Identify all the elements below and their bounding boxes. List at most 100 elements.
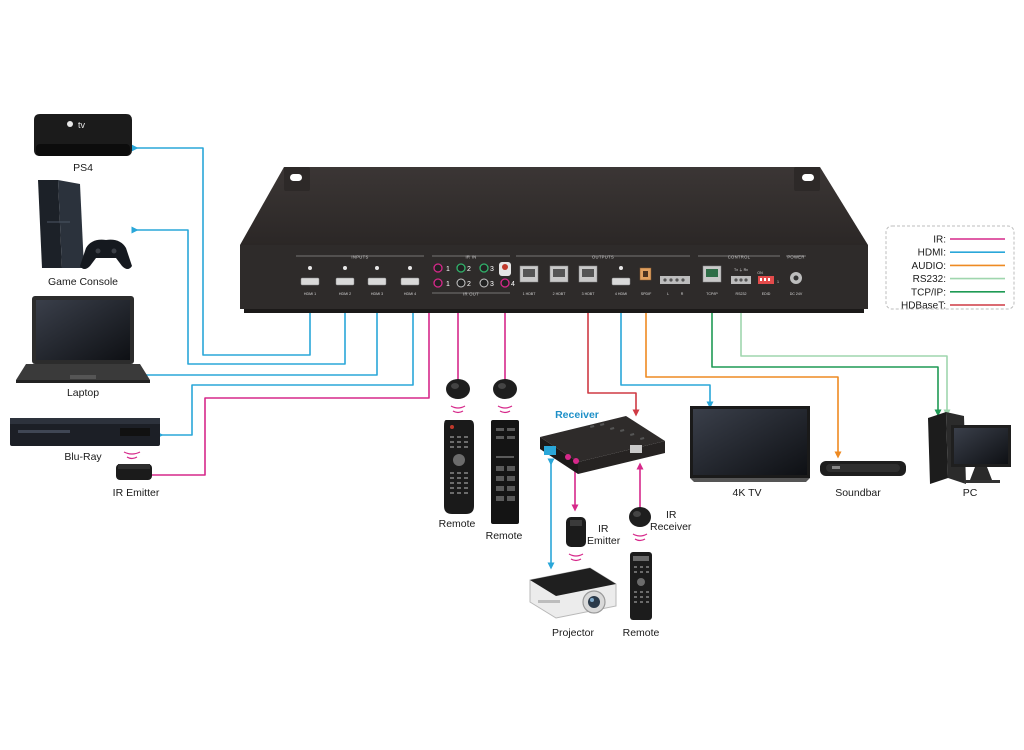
hdmi2-label: HDMI 2	[339, 292, 351, 296]
hdmi1-port[interactable]	[300, 277, 320, 286]
label-ir-receiver-line1: IR	[666, 509, 677, 521]
spdif-label: SPDIF	[641, 292, 652, 296]
legend-label: AUDIO:	[912, 261, 946, 272]
label-ir-emitter-left: IR Emitter	[113, 487, 160, 499]
ir-receiver-eye-2	[493, 379, 517, 414]
tcpip-rj45-inner	[706, 269, 718, 277]
ir-out-4-jack[interactable]	[500, 278, 510, 288]
tcpip-label: TCP/IP	[706, 292, 718, 296]
ir-in-3-num: 3	[490, 266, 494, 273]
ir-in-2-jack[interactable]	[456, 263, 466, 273]
section-ir-out: IR OUT	[463, 292, 479, 297]
apple-logo-icon	[67, 121, 73, 127]
ir-signal-icon	[123, 451, 141, 455]
out2-label: 2 HDBT	[553, 292, 567, 296]
out3-label: 3 HDBT	[582, 292, 596, 296]
ir-in-3-jack[interactable]	[479, 263, 489, 273]
label-receiver: Receiver	[555, 409, 599, 421]
label-soundbar: Soundbar	[835, 487, 881, 499]
tv-screen	[693, 409, 807, 475]
receiver-ir-in-jack[interactable]	[573, 458, 579, 464]
audio-r-label: R	[681, 292, 684, 296]
receiver-hdmi-port[interactable]	[544, 446, 556, 455]
out4-led	[619, 266, 623, 270]
projector-device	[529, 567, 617, 619]
section-ir-in: IR IN	[465, 255, 476, 260]
label-bluray: Blu-Ray	[64, 451, 102, 463]
matrix-switcher: INPUTS IR IN IR OUT OUTPUTS CONTROL POWE…	[240, 167, 868, 313]
rs232-pin-label: Tx ⏚ Rx	[734, 267, 748, 272]
ir-in-1-num: 1	[446, 266, 450, 273]
label-tv: 4K TV	[733, 487, 762, 499]
receiver-hdbaset-port[interactable]	[630, 445, 642, 453]
laptop-device	[16, 296, 150, 383]
receiver-ir-out-jack[interactable]	[565, 454, 571, 460]
out4-hdmi-port[interactable]	[611, 277, 631, 286]
ir-sensor-dot	[502, 264, 508, 270]
label-ir-emitter-receiver-line1: IR	[598, 523, 609, 535]
spdif-port-inner	[643, 271, 648, 277]
rs232-label: RS232	[736, 292, 747, 296]
legend-box	[885, 225, 1015, 310]
ir-in-1-jack[interactable]	[433, 263, 443, 273]
out1-rj45-inner	[523, 269, 535, 277]
ir-out-1-jack[interactable]	[433, 278, 443, 288]
gamepad-icon	[80, 239, 132, 269]
hdmi1-label: HDMI 1	[304, 292, 316, 296]
label-laptop: Laptop	[67, 387, 99, 399]
hdmi4-label: HDMI 4	[404, 292, 416, 296]
legend-label: IR:	[933, 235, 946, 246]
section-control: CONTROL	[728, 255, 751, 260]
ir-wire-emitter	[152, 299, 433, 476]
section-inputs: INPUTS	[351, 255, 368, 260]
rack-hole-right	[802, 174, 814, 181]
rs232-wire-pc	[737, 299, 951, 417]
soundbar-device	[820, 461, 906, 476]
remote-control-1	[444, 420, 474, 514]
edid-on-label: ON	[757, 271, 763, 275]
ir-out-3-jack[interactable]	[479, 278, 489, 288]
hdmi3-label: HDMI 3	[371, 292, 383, 296]
ir-out-4-num: 4	[511, 281, 515, 288]
ir-emitter-receiver-device	[566, 517, 586, 562]
hdbaset-receiver-device	[540, 416, 665, 474]
out3-rj45-inner	[582, 269, 594, 277]
analog-audio-terminal[interactable]	[660, 276, 690, 284]
out4-label: 4 HDMI	[615, 292, 627, 296]
legend-label: TCP/IP:	[911, 287, 946, 298]
edid-label: EDID	[762, 292, 771, 296]
ir-out-2-jack[interactable]	[456, 278, 466, 288]
hdmi4-port[interactable]	[400, 277, 420, 286]
section-outputs: OUTPUTS	[592, 255, 614, 260]
rack-hole-left	[290, 174, 302, 181]
hdmi-wire-tv	[617, 299, 714, 409]
hdmi1-led	[308, 266, 312, 270]
dc-power-label: DC 24V	[790, 292, 803, 296]
ir-jacks: 1 2 3 1 2 3 4 4	[433, 262, 515, 288]
hdmi2-port[interactable]	[335, 277, 355, 286]
ir-receiver-eye-1	[446, 379, 470, 414]
bluray-player-device	[10, 418, 160, 446]
pc-device	[928, 412, 1011, 484]
hdmi-wire-bluray	[156, 301, 417, 439]
legend-label: HDBaseT:	[901, 301, 946, 312]
label-remote-3: Remote	[623, 627, 660, 639]
label-ir-receiver-line2: Receiver	[650, 521, 692, 533]
label-pc: PC	[963, 487, 978, 499]
laptop-screen	[36, 300, 130, 360]
ir-out-2-num: 2	[467, 281, 471, 288]
label-remote-1: Remote	[439, 518, 476, 530]
hdmi3-port[interactable]	[367, 277, 387, 286]
hdmi2-led	[343, 266, 347, 270]
power-port: DC 24V	[790, 272, 803, 296]
label-game-console: Game Console	[48, 276, 118, 288]
section-power: POWER	[787, 255, 804, 260]
chassis-base	[244, 309, 864, 313]
ir-receiver-eye-3	[629, 507, 651, 542]
apple-tv-logo-text: tv	[78, 120, 86, 130]
hdmi3-led	[375, 266, 379, 270]
ir-in-2-num: 2	[467, 266, 471, 273]
hdmi-input-ports: HDMI 1 HDMI 2 HDMI 3 HDMI 4	[300, 266, 420, 296]
control-ports: TCP/IP Tx ⏚ Rx RS232 ON 1 EDID	[702, 265, 779, 296]
